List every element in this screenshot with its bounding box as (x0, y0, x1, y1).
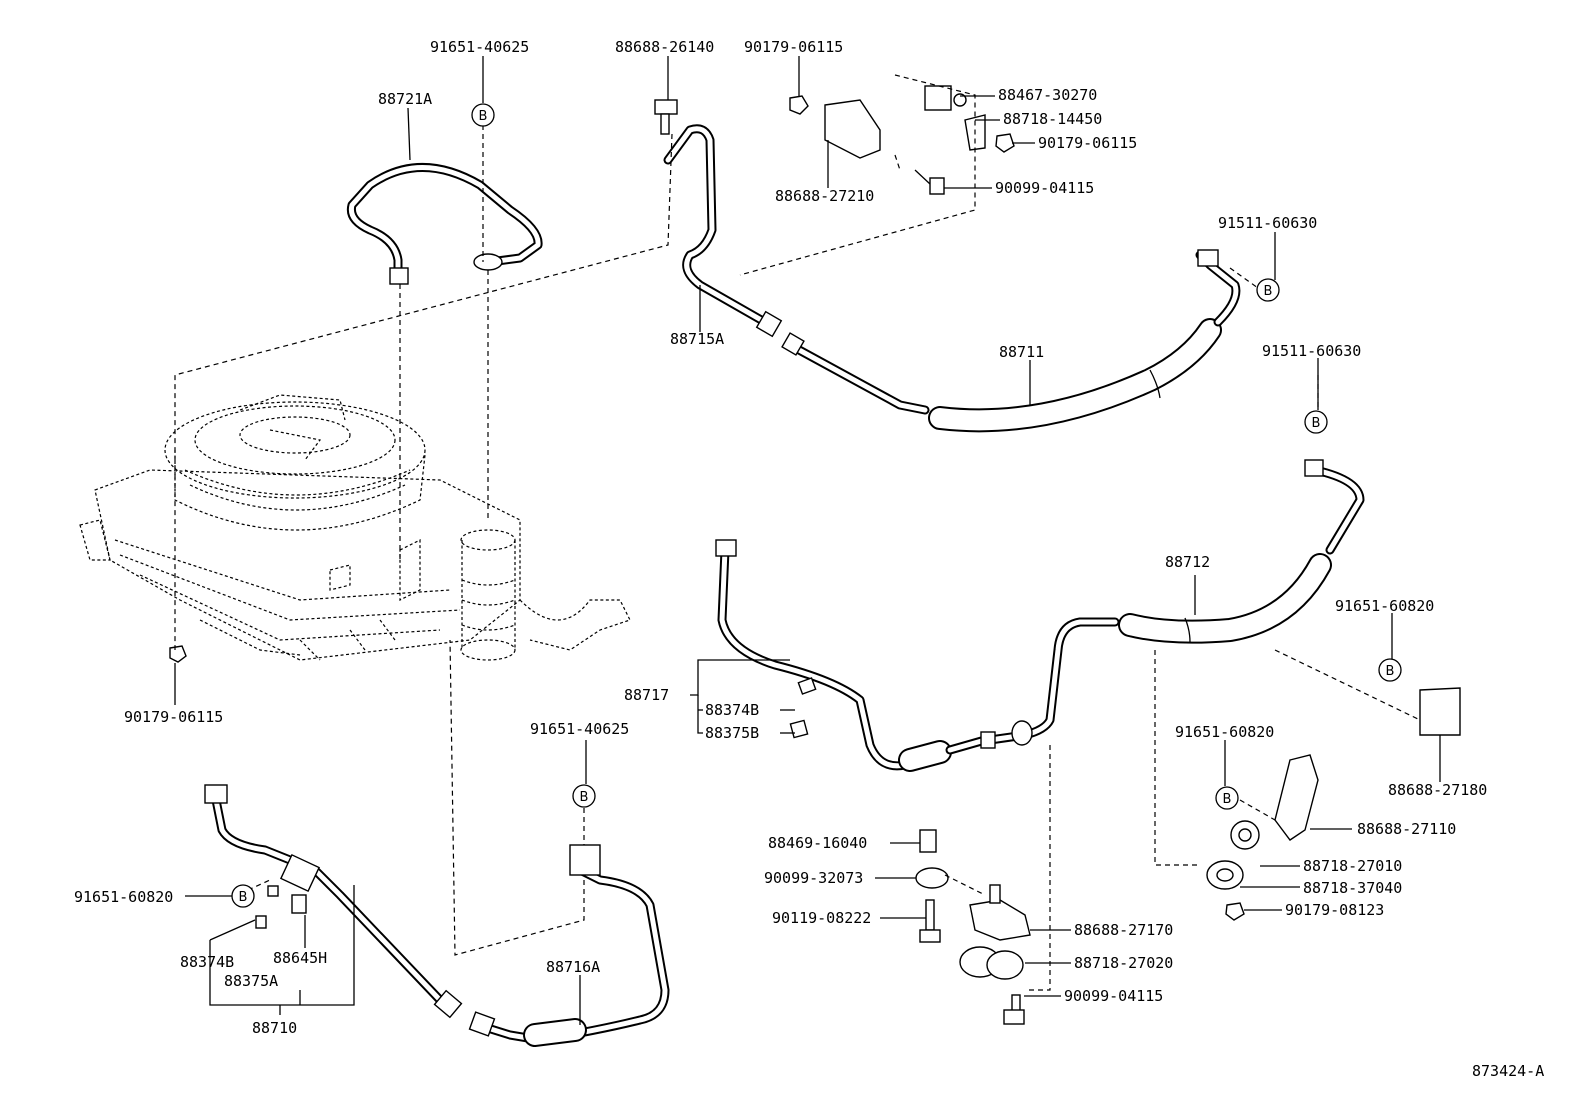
label-91651-60820-right: 91651-60820 (1335, 597, 1434, 615)
label-88718-37040: 88718-37040 (1303, 879, 1402, 897)
hose-88711 (781, 249, 1241, 433)
label-88715A: 88715A (670, 330, 724, 348)
svg-text:B: B (580, 790, 589, 805)
label-90179-06115-right: 90179-06115 (1038, 134, 1137, 152)
label-88375A: 88375A (224, 972, 278, 990)
label-91651-60820-mid: 91651-60820 (1175, 723, 1274, 741)
label-88375B: 88375B (705, 724, 759, 742)
svg-text:B: B (1386, 664, 1395, 679)
label-90099-04115-top: 90099-04115 (995, 179, 1094, 197)
label-88716A: 88716A (546, 958, 600, 976)
bubble-b-6: B (572, 784, 596, 808)
label-88645H: 88645H (273, 949, 327, 967)
bubble-b-2: B (1256, 278, 1280, 302)
label-88718-27010: 88718-27010 (1303, 857, 1402, 875)
pipe-88715A (663, 124, 783, 338)
bubble-b-3: B (1304, 410, 1328, 434)
bubble-b-5: B (1215, 786, 1239, 810)
label-91511-60630-b: 91511-60630 (1262, 342, 1361, 360)
svg-text:B: B (1264, 284, 1273, 299)
label-88717: 88717 (624, 686, 669, 704)
label-88721A: 88721A (378, 90, 432, 108)
leader-lines (174, 56, 1441, 1025)
label-88688-27180: 88688-27180 (1388, 781, 1487, 799)
label-91651-60820-left: 91651-60820 (74, 888, 173, 906)
label-88688-27170: 88688-27170 (1074, 921, 1173, 939)
pipe-88710 (204, 784, 463, 1019)
svg-text:B: B (1223, 792, 1232, 807)
label-88710: 88710 (252, 1019, 297, 1037)
label-90179-06115-left: 90179-06115 (124, 708, 223, 726)
dashed-connection-lines (174, 74, 1421, 991)
label-90099-04115-bottom: 90099-04115 (1064, 987, 1163, 1005)
bubble-b-7: B (231, 884, 255, 908)
figure-number: 873424-A (1472, 1062, 1544, 1080)
svg-text:B: B (1312, 416, 1321, 431)
label-90119-08222: 90119-08222 (772, 909, 871, 927)
svg-text:B: B (239, 890, 248, 905)
label-88718-27020: 88718-27020 (1074, 954, 1173, 972)
label-91651-40625-top: 91651-40625 (430, 38, 529, 56)
label-88688-27110: 88688-27110 (1357, 820, 1456, 838)
label-88688-26140: 88688-26140 (615, 38, 714, 56)
label-88688-27210: 88688-27210 (775, 187, 874, 205)
hose-88712 (985, 459, 1365, 746)
label-88712: 88712 (1165, 553, 1210, 571)
label-88374B-mid: 88374B (705, 701, 759, 719)
compressor-unit-drawing (79, 394, 631, 661)
part-labels: 91651-40625 88721A 88688-26140 90179-061… (74, 38, 1544, 1080)
label-88711: 88711 (999, 343, 1044, 361)
bubble-b-4: B (1378, 658, 1402, 682)
label-88467-30270: 88467-30270 (998, 86, 1097, 104)
bubble-b-1: B (471, 103, 495, 127)
pipe-88721A (346, 163, 543, 285)
svg-text:B: B (479, 109, 488, 124)
label-91651-40625-mid: 91651-40625 (530, 720, 629, 738)
label-88469-16040: 88469-16040 (768, 834, 867, 852)
label-90179-06115-top: 90179-06115 (744, 38, 843, 56)
label-91511-60630-a: 91511-60630 (1218, 214, 1317, 232)
label-90179-08123: 90179-08123 (1285, 901, 1384, 919)
label-88374B-left: 88374B (180, 953, 234, 971)
pipe-88717 (715, 539, 996, 772)
label-90099-32073: 90099-32073 (764, 869, 863, 887)
label-88718-14450: 88718-14450 (1003, 110, 1102, 128)
reference-bubbles: B B B B B B B (231, 103, 1402, 908)
pipe-88716A (468, 844, 670, 1047)
